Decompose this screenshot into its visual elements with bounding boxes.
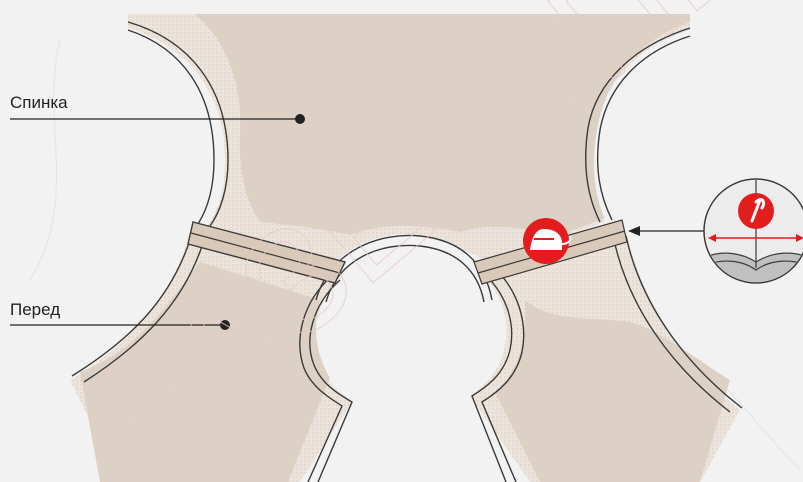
front-pointer-dot <box>220 320 230 330</box>
front-armhole-stitch-right <box>613 239 731 413</box>
back-neckline-stitch <box>325 244 485 303</box>
front-piece-fabric-left <box>80 262 330 482</box>
front-armhole-edge-left <box>71 239 191 377</box>
back-armhole-stitch-left <box>127 29 215 225</box>
back-piece-fabric <box>195 14 690 235</box>
shoulder-tape-left <box>187 221 346 284</box>
front-neckline-stitch-right <box>481 263 525 482</box>
front-neckline-edge-left <box>309 279 353 482</box>
front-label: Перед <box>10 300 61 319</box>
fold-detail-icon <box>703 178 803 284</box>
front-piece-fabric-right <box>495 300 730 482</box>
back-armhole-edge-left <box>127 21 229 227</box>
front-armhole-stitch-left <box>83 245 203 383</box>
iron-icon <box>523 218 572 264</box>
back-label: Спинка <box>10 93 68 112</box>
back-armhole-stitch-right <box>596 35 691 221</box>
back-armhole-edge-right <box>584 27 691 223</box>
front-neckline-edge-right <box>471 269 513 482</box>
detail-arrow-head <box>628 226 640 236</box>
front-armhole-edge-right <box>625 235 743 409</box>
back-pointer-dot <box>295 114 305 124</box>
front-piece <box>70 233 743 482</box>
front-neckline-stitch-left <box>299 275 343 482</box>
back-piece <box>127 14 691 262</box>
